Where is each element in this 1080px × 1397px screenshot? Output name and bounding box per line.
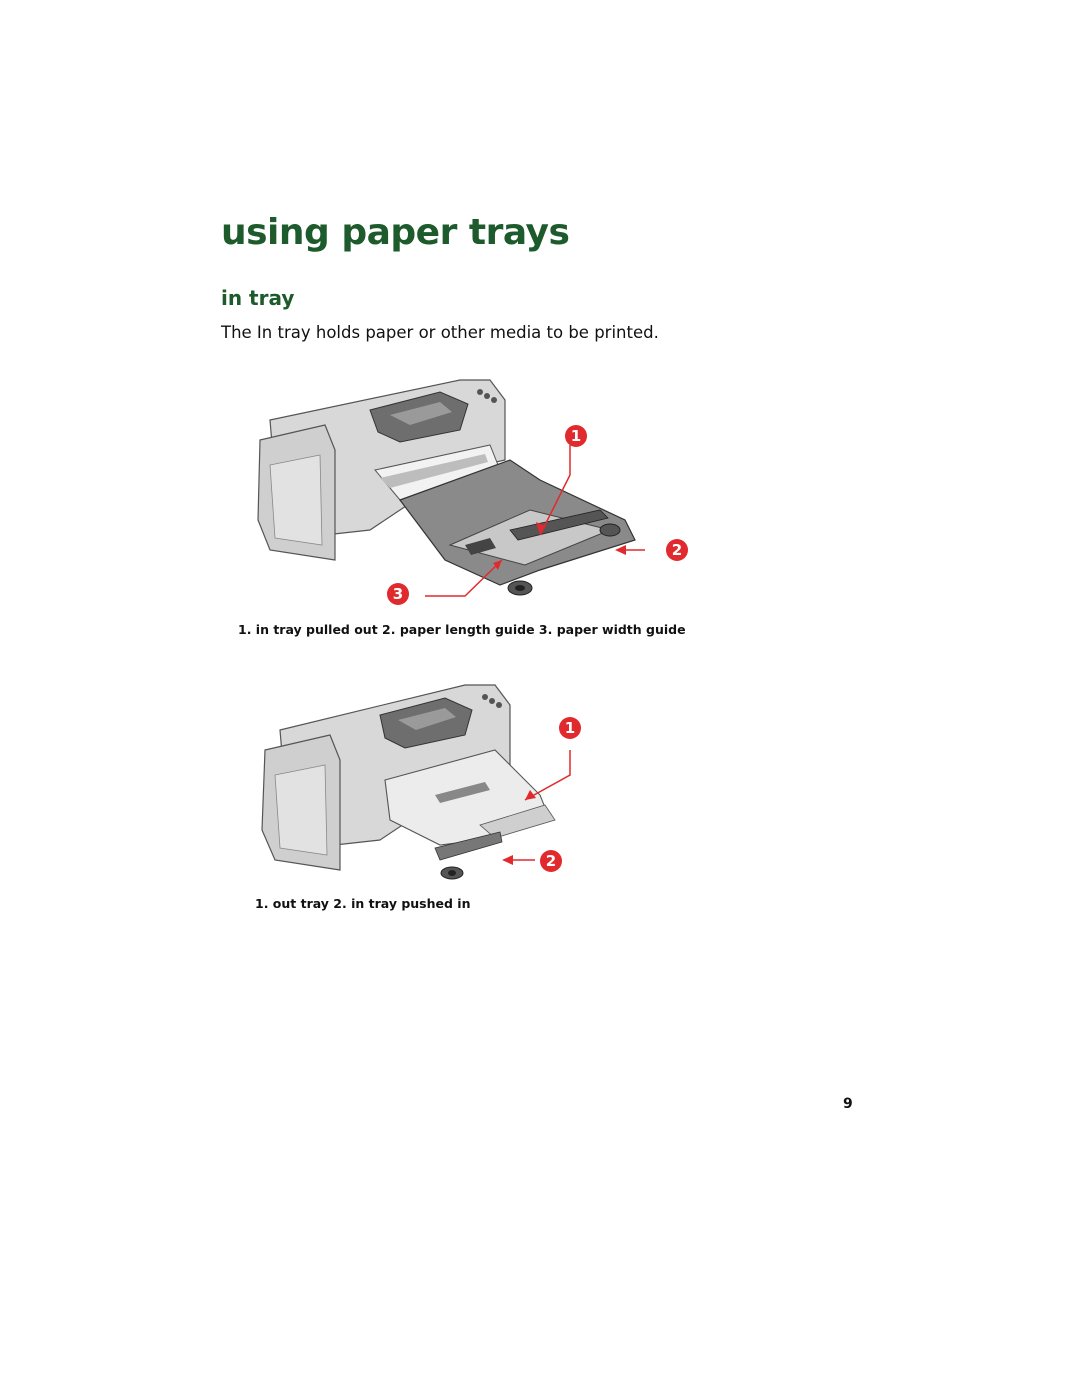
in-tray-pushed-in (434, 831, 503, 880)
callout-badge-3: 3 (387, 583, 409, 605)
printer-tray-pushed-in-illustration: 1 2 (261, 684, 581, 880)
svg-text:1: 1 (571, 427, 581, 445)
callout-badge-2: 2 (666, 539, 688, 561)
callout-badge-1: 1 (565, 425, 587, 447)
svg-text:2: 2 (672, 541, 682, 559)
out-tray (384, 749, 556, 846)
svg-text:2: 2 (546, 852, 556, 870)
figure2-caption: 1. out tray 2. in tray pushed in (255, 896, 471, 911)
in-tray-pulled-out (399, 459, 636, 596)
section-heading-in-tray: in tray (221, 286, 295, 310)
callout-badge-2: 2 (540, 850, 562, 872)
callout-lines (510, 750, 571, 861)
section-body-text: The In tray holds paper or other media t… (221, 323, 659, 342)
printer-body (261, 684, 511, 871)
page-title: using paper trays (221, 212, 570, 253)
svg-text:1: 1 (565, 719, 575, 737)
figure1-caption: 1. in tray pulled out 2. paper length gu… (238, 622, 686, 637)
svg-text:3: 3 (393, 585, 403, 603)
callout-badge-1: 1 (559, 717, 581, 739)
printer-tray-pulled-out-illustration: 1 2 3 (257, 379, 688, 605)
printer-body (257, 379, 506, 561)
page-number: 9 (843, 1096, 853, 1112)
